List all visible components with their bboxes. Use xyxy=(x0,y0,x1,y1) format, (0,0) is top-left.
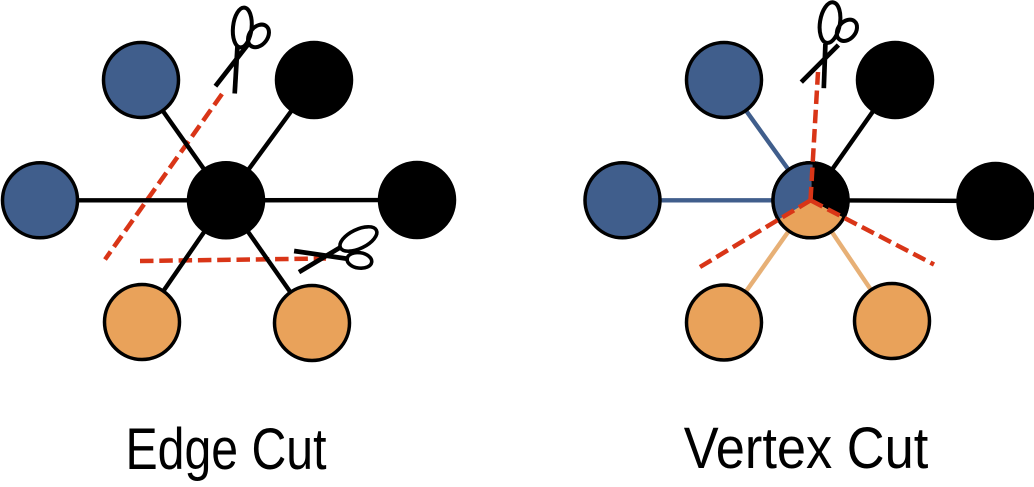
vertex-cut-cut-line-2 xyxy=(809,198,936,267)
scissors-handle xyxy=(338,224,379,254)
scissors-blade xyxy=(297,244,343,275)
vertex-cut-node-orange-4 xyxy=(684,283,764,362)
vertex-cut-cut-line-0 xyxy=(808,71,821,201)
edge-cut-node-orange-4 xyxy=(102,282,182,362)
edge-cut-node-black-1 xyxy=(274,40,354,120)
edge-cut-label: Edge Cut xyxy=(125,417,326,482)
edge-cut-node-blue-0 xyxy=(101,40,181,120)
vertex-cut-node-black-1 xyxy=(855,40,935,120)
vertex-cut-node-orange-5 xyxy=(852,281,932,361)
edge-cut-cut-line-1 xyxy=(139,256,327,264)
edge-cut-center-node xyxy=(186,161,266,240)
edge-cut-node-black-3 xyxy=(377,160,457,240)
vertex-cut-node-blue-0 xyxy=(684,40,764,120)
edge-cut-node-blue-2 xyxy=(0,161,80,240)
scissors-blade xyxy=(293,248,350,262)
edge-cut-cut-line-0 xyxy=(103,92,224,261)
scissors-handle xyxy=(834,17,859,43)
vertex-cut-node-blue-2 xyxy=(583,161,662,240)
vertex-cut-center-ring xyxy=(771,161,850,240)
edge-cut-node-orange-5 xyxy=(272,283,352,363)
scissors-blade xyxy=(821,43,828,89)
scissors-icon xyxy=(799,0,859,89)
scissors-blade xyxy=(799,43,841,84)
vertex-cut-node-black-3 xyxy=(956,161,1034,241)
scissors-icon xyxy=(293,224,379,275)
vertex-cut-center-sector-orange xyxy=(778,200,844,238)
scissors-icon xyxy=(213,5,271,94)
vertex-cut-label: Vertex Cut xyxy=(683,416,929,481)
scissors-blade xyxy=(213,43,250,88)
vertex-cut-cut-line-1 xyxy=(698,198,812,269)
scissors-blade xyxy=(232,45,240,94)
scissors-handle xyxy=(246,22,271,50)
scissors-handle xyxy=(345,250,374,271)
